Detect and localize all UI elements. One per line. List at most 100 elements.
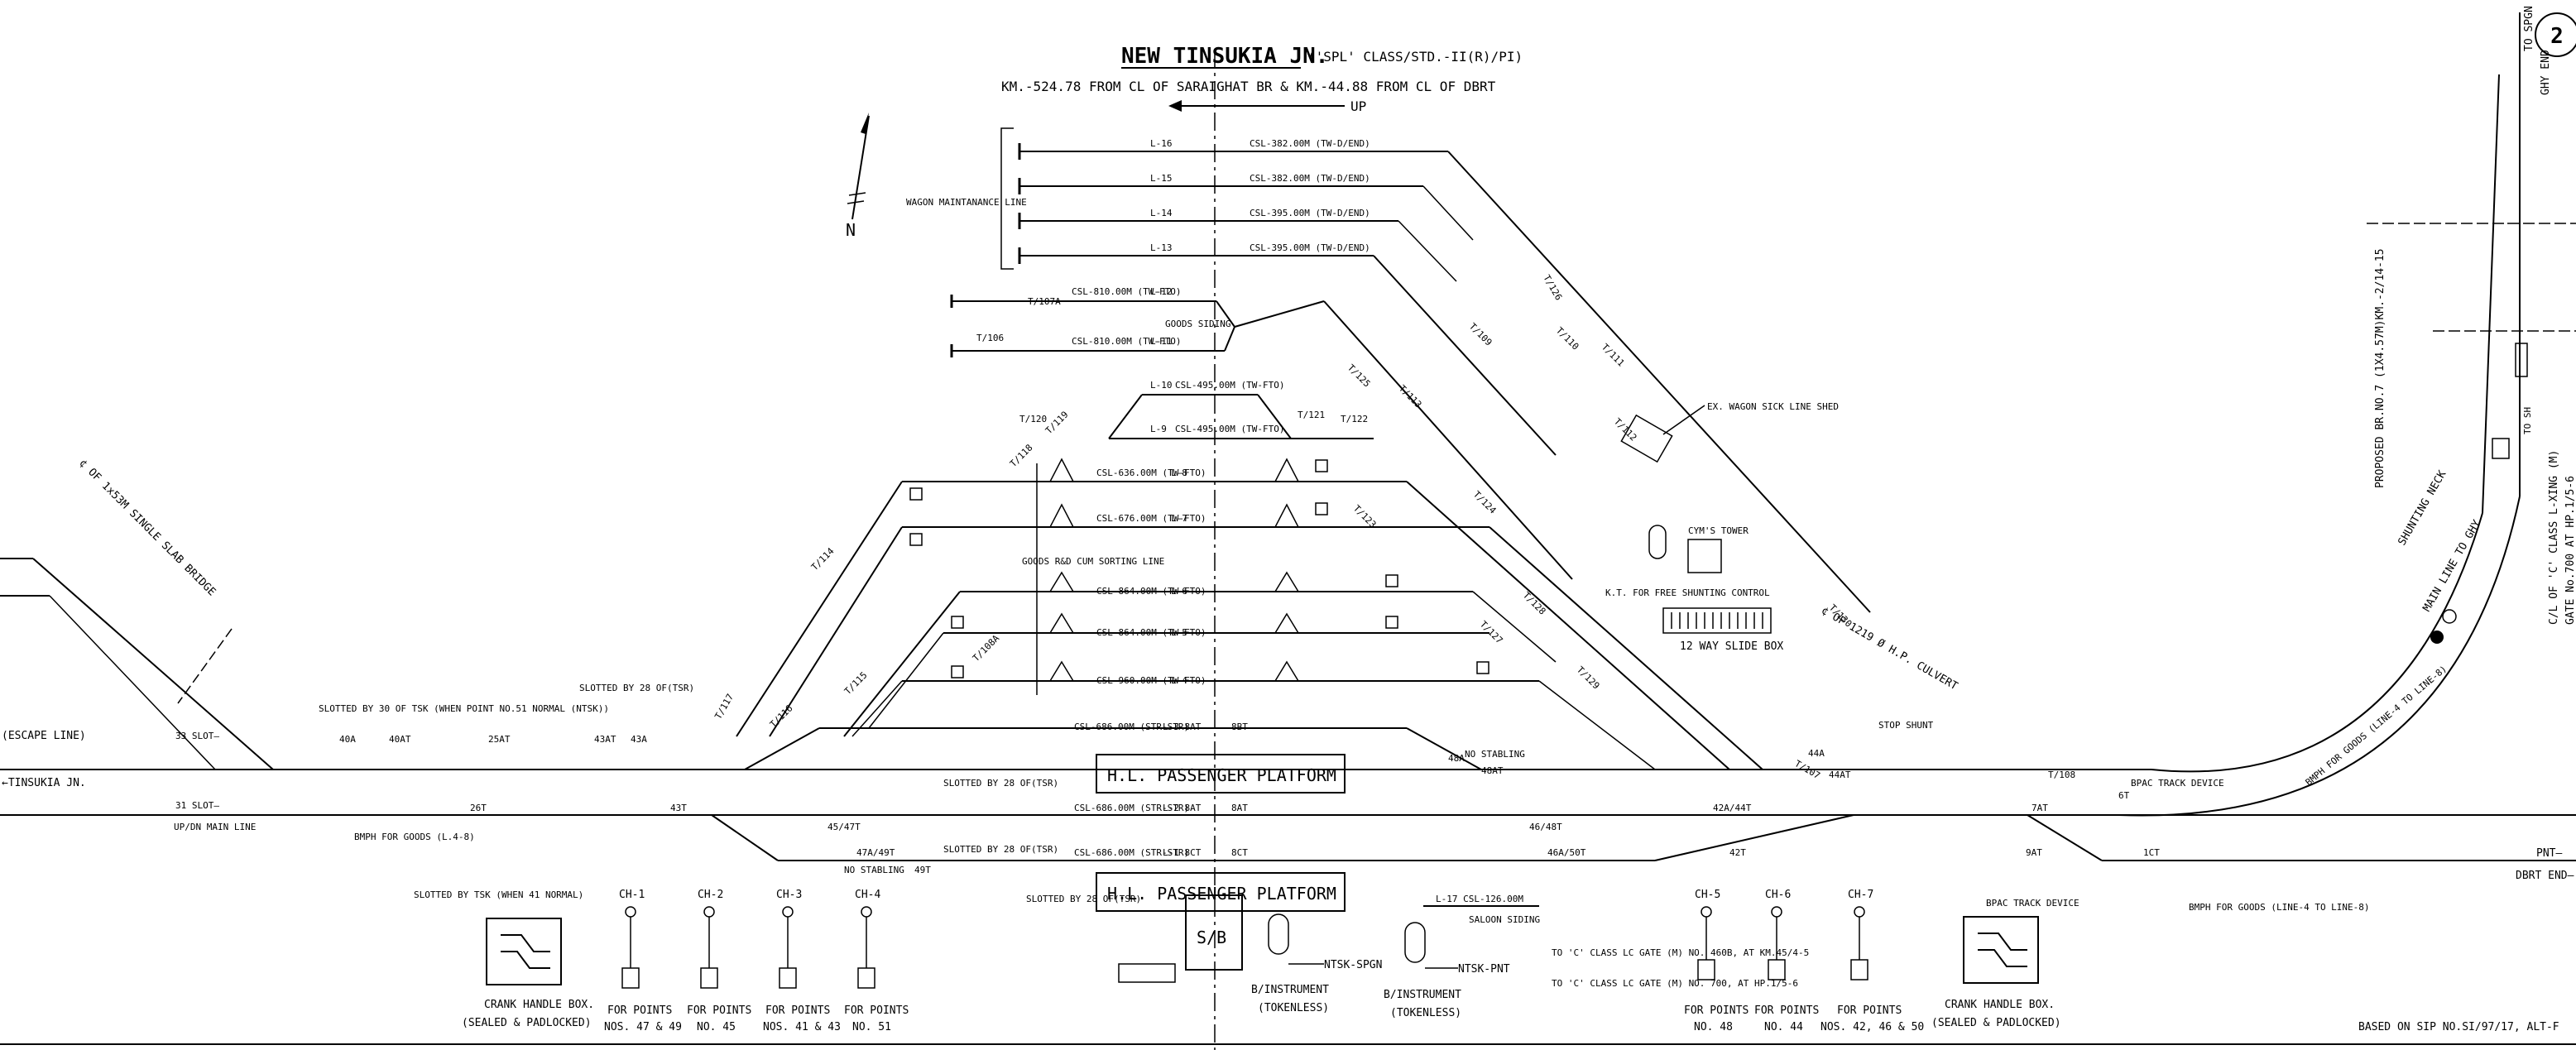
svg-text:CH-6: CH-6 bbox=[1765, 889, 1791, 901]
platform-upper bbox=[1096, 754, 1346, 793]
goods-rd-label: GOODS R&D CUM SORTING LINE bbox=[1022, 556, 1164, 567]
svg-text:CH-1: CH-1 bbox=[619, 889, 645, 901]
sheet-number: 2 bbox=[2550, 24, 2564, 49]
svg-text:T/121: T/121 bbox=[1298, 410, 1325, 420]
svg-text:6T: 6T bbox=[2118, 790, 2130, 801]
crank-box-left: CRANK HANDLE BOX. (SEALED & PADLOCKED) bbox=[462, 918, 594, 1029]
svg-text:CH-2: CH-2 bbox=[698, 889, 723, 901]
svg-text:L-17 CSL-126.00M: L-17 CSL-126.00M bbox=[1436, 894, 1523, 904]
svg-text:BPAC TRACK DEVICE: BPAC TRACK DEVICE bbox=[2131, 778, 2224, 789]
svg-text:CSL-960.00M (TW-FTO): CSL-960.00M (TW-FTO) bbox=[1096, 675, 1206, 686]
crank-handle-4: CH-4 FOR POINTS NO. 51 bbox=[844, 889, 909, 1033]
svg-text:T/120: T/120 bbox=[1019, 414, 1047, 424]
svg-text:K.T. FOR FREE SHUNTING CONTROL: K.T. FOR FREE SHUNTING CONTROL bbox=[1605, 587, 1770, 598]
crank-handle-6: CH-6 FOR POINTS NO. 44 bbox=[1754, 889, 1819, 1033]
km-reference: KM.-524.78 FROM CL OF SARAIGHAT BR & KM.… bbox=[1001, 79, 1496, 94]
svg-text:GATE No.700 AT HP.1/5-6: GATE No.700 AT HP.1/5-6 bbox=[2564, 476, 2576, 625]
svg-text:L-16: L-16 bbox=[1150, 138, 1173, 149]
svg-text:T/108A: T/108A bbox=[971, 633, 1002, 664]
crank-handle-1: CH-1 FOR POINTS NOS. 47 & 49 bbox=[604, 889, 682, 1033]
svg-text:NOS. 47 & 49: NOS. 47 & 49 bbox=[604, 1021, 682, 1033]
svg-text:33 SLOT—: 33 SLOT— bbox=[175, 731, 219, 741]
svg-text:CSL-395.00M (TW-D/END): CSL-395.00M (TW-D/END) bbox=[1250, 208, 1370, 218]
svg-text:43A: 43A bbox=[631, 734, 647, 745]
svg-text:BMPH FOR GOODS (LINE-4 TO LINE: BMPH FOR GOODS (LINE-4 TO LINE-8) bbox=[2189, 902, 2370, 913]
svg-text:NO. 48: NO. 48 bbox=[1694, 1021, 1733, 1033]
svg-text:CH-3: CH-3 bbox=[776, 889, 802, 901]
main-lines: CSL-686.00M (STR-STR) L-3 8AT 8BT CSL-68… bbox=[0, 558, 2576, 861]
track-circuit-labels: 40A 40AT 25AT 43AT 43A 43T 26T 42T 42A/4… bbox=[339, 734, 2160, 875]
instrument-spgn: NTSK-SPGN B/INSTRUMENT (TOKENLESS) bbox=[1251, 913, 1382, 1014]
svg-text:48A: 48A bbox=[1448, 753, 1465, 764]
station-class: ('SPL' CLASS/STD.-II(R)/PI) bbox=[1307, 49, 1523, 65]
svg-text:CSL-686.00M (STR-STR): CSL-686.00M (STR-STR) bbox=[1074, 803, 1189, 813]
svg-text:BMPH FOR GOODS (L.4-8): BMPH FOR GOODS (L.4-8) bbox=[354, 832, 475, 842]
crank-box-right: CRANK HANDLE BOX. (SEALED & PADLOCKED) bbox=[1931, 916, 2061, 1029]
svg-text:(TOKENLESS): (TOKENLESS) bbox=[1390, 1007, 1461, 1019]
svg-text:CSL-382.00M (TW-D/END): CSL-382.00M (TW-D/END) bbox=[1250, 138, 1370, 149]
svg-text:47A/49T: 47A/49T bbox=[856, 847, 895, 858]
svg-text:FOR POINTS: FOR POINTS bbox=[607, 1004, 672, 1017]
svg-text:FOR POINTS: FOR POINTS bbox=[687, 1004, 751, 1017]
svg-text:CYM'S TOWER: CYM'S TOWER bbox=[1688, 525, 1749, 536]
wagon-line-15: L-15 CSL-382.00M (TW-D/END) bbox=[1018, 173, 1423, 194]
svg-text:CSL-495.00M (TW-FTO): CSL-495.00M (TW-FTO) bbox=[1175, 424, 1284, 434]
svg-text:8BT: 8BT bbox=[1231, 722, 1248, 732]
svg-text:T/111: T/111 bbox=[1600, 342, 1627, 369]
svg-text:T/107: T/107 bbox=[1793, 758, 1822, 781]
svg-text:GHY END: GHY END bbox=[2540, 50, 2552, 95]
tinsukia-label: ←TINSUKIA JN. bbox=[2, 777, 86, 789]
svg-text:T/129: T/129 bbox=[1575, 664, 1602, 692]
station-master-box bbox=[1185, 894, 1243, 971]
yard-signals bbox=[909, 458, 1489, 682]
svg-text:¢ OF 1219 Ø H.P. CULVERT: ¢ OF 1219 Ø H.P. CULVERT bbox=[1819, 604, 1960, 693]
svg-text:25AT: 25AT bbox=[488, 734, 511, 745]
svg-text:L-9: L-9 bbox=[1150, 424, 1167, 434]
svg-text:TO SPGN: TO SPGN bbox=[2523, 6, 2535, 51]
lever-frame bbox=[1118, 963, 1176, 983]
svg-text:CSL-686.00M (STR-STR): CSL-686.00M (STR-STR) bbox=[1074, 847, 1189, 858]
svg-text:L-3 8AT: L-3 8AT bbox=[1163, 722, 1202, 732]
footer-reference: BASED ON SIP NO.SI/97/17, ALT-F bbox=[2358, 1021, 2559, 1033]
svg-text:T/126: T/126 bbox=[1541, 273, 1564, 302]
escape-line-label: (ESCAPE LINE) bbox=[2, 730, 86, 742]
wagon-line-13: L-13 CSL-395.00M (TW-D/END) bbox=[1018, 242, 1374, 264]
instrument-pnt: NTSK-PNT B/INSTRUMENT (TOKENLESS) bbox=[1384, 922, 1510, 1019]
svg-text:NO. 51: NO. 51 bbox=[852, 1021, 891, 1033]
svg-text:SLOTTED BY 28 OF(TSR): SLOTTED BY 28 OF(TSR) bbox=[579, 683, 694, 693]
svg-text:L-6: L-6 bbox=[1171, 586, 1187, 597]
svg-text:STOP SHUNT: STOP SHUNT bbox=[1878, 720, 1934, 731]
svg-text:48AT: 48AT bbox=[1481, 765, 1504, 776]
svg-text:43T: 43T bbox=[670, 803, 687, 813]
svg-text:SLOTTED BY TSK (WHEN 41 NORMAL: SLOTTED BY TSK (WHEN 41 NORMAL) bbox=[414, 889, 583, 900]
svg-text:(SEALED & PADLOCKED): (SEALED & PADLOCKED) bbox=[462, 1017, 592, 1029]
svg-text:C/L OF 'C' CLASS L-XING (M): C/L OF 'C' CLASS L-XING (M) bbox=[2548, 450, 2560, 625]
svg-text:T/116: T/116 bbox=[768, 703, 795, 731]
svg-text:T/107A: T/107A bbox=[1028, 296, 1061, 307]
svg-text:TO 'C' CLASS LC GATE (M) NO. 7: TO 'C' CLASS LC GATE (M) NO. 700, AT HP.… bbox=[1552, 978, 1798, 989]
svg-text:NO STABLING: NO STABLING bbox=[844, 865, 904, 875]
svg-text:L-15: L-15 bbox=[1150, 173, 1173, 184]
svg-text:PNT—: PNT— bbox=[2536, 847, 2562, 860]
cyms-tower-box bbox=[1687, 539, 1722, 573]
svg-text:CSL-676.00M (TW-FTO): CSL-676.00M (TW-FTO) bbox=[1096, 513, 1206, 524]
svg-text:46/48T: 46/48T bbox=[1529, 822, 1562, 832]
svg-text:CH-7: CH-7 bbox=[1848, 889, 1873, 901]
svg-text:L-1 8CT: L-1 8CT bbox=[1163, 847, 1202, 858]
svg-text:40A: 40A bbox=[339, 734, 356, 745]
svg-text:CSL-810.00M (TW-FTO): CSL-810.00M (TW-FTO) bbox=[1072, 286, 1181, 297]
svg-text:FOR POINTS: FOR POINTS bbox=[1684, 1004, 1749, 1017]
svg-text:MAIN LINE TO GHY: MAIN LINE TO GHY bbox=[2420, 518, 2483, 614]
platform-upper-label: H.L. PASSENGER PLATFORM bbox=[1107, 765, 1336, 785]
platform-lower-label: H.L. PASSENGER PLATFORM bbox=[1107, 884, 1336, 904]
svg-text:SLOTTED BY 28 OF(TSR): SLOTTED BY 28 OF(TSR) bbox=[943, 778, 1058, 789]
wagon-group-bracket bbox=[1000, 127, 1014, 270]
svg-text:CSL-382.00M (TW-D/END): CSL-382.00M (TW-D/END) bbox=[1250, 173, 1370, 184]
sheet-number-badge: 2 bbox=[2535, 12, 2576, 57]
svg-text:PROPOSED BR.NO.7 (1X4.57M)KM.-: PROPOSED BR.NO.7 (1X4.57M)KM.-2/14-15 bbox=[2374, 248, 2387, 488]
svg-text:42T: 42T bbox=[1729, 847, 1746, 858]
crank-handle-2: CH-2 FOR POINTS NO. 45 bbox=[687, 889, 751, 1033]
svg-text:CRANK HANDLE BOX.: CRANK HANDLE BOX. bbox=[1945, 999, 2055, 1011]
svg-text:43AT: 43AT bbox=[594, 734, 616, 745]
svg-text:L-11: L-11 bbox=[1150, 336, 1173, 347]
